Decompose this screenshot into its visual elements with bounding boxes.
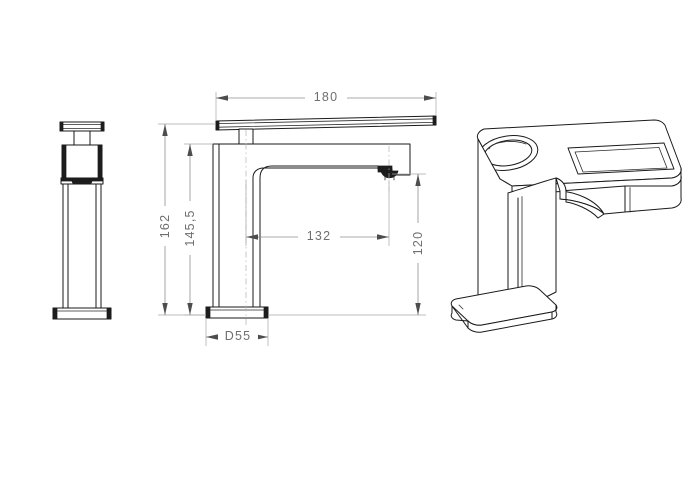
front-view-body <box>212 143 411 308</box>
side-view-handle <box>59 121 105 146</box>
dimension-label-180: 180 <box>314 90 338 104</box>
front-view-aerator <box>377 165 399 181</box>
dimension-label-d55: D55 <box>225 329 252 343</box>
dimension-label-145-5: 145,5 <box>183 209 197 246</box>
front-view-handle-lever <box>215 115 437 131</box>
dimension-body-height: 145,5 <box>181 143 213 316</box>
dimension-annotations: 180 162 145,5 <box>156 88 437 346</box>
front-view-base <box>205 306 269 319</box>
perspective-spout-underside <box>555 177 605 219</box>
dimension-label-162: 162 <box>158 214 172 238</box>
dimension-overall-height: 162 <box>156 123 216 316</box>
side-view <box>52 121 112 320</box>
perspective-base <box>450 285 558 333</box>
front-view <box>205 115 437 330</box>
side-view-cartridge <box>61 144 103 179</box>
dimension-overall-width: 180 <box>215 88 437 121</box>
dimension-spout-height: 120 <box>268 173 427 316</box>
perspective-column <box>477 138 567 317</box>
side-view-base <box>52 307 112 320</box>
side-view-column <box>62 183 102 309</box>
dimension-label-120: 120 <box>411 231 425 255</box>
dimension-base-diameter: D55 <box>205 318 269 346</box>
dimension-spout-reach: 132 <box>245 180 390 246</box>
perspective-view <box>450 119 682 333</box>
dimension-label-132: 132 <box>307 229 331 243</box>
